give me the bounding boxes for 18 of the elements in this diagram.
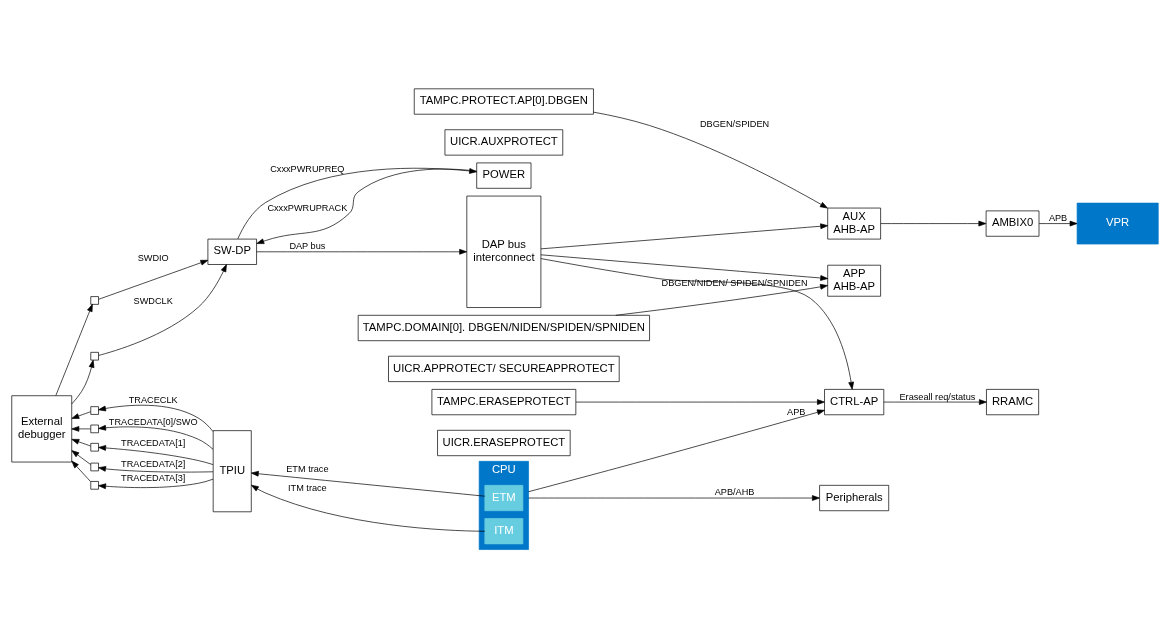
edge-label: DBGEN/NIDEN/ SPIDEN/SPNIDEN xyxy=(661,277,808,288)
edge-label: CxxxPWRUPRACK xyxy=(267,202,348,213)
edge-label: APB/AHB xyxy=(714,486,755,497)
edge-label: SWDCLK xyxy=(133,295,173,306)
edge-label: Eraseall req/status xyxy=(899,391,976,402)
edge-label: SWDIO xyxy=(137,252,169,263)
edge-label: APB xyxy=(1048,212,1068,223)
edge-label: TRACEDATA[1] xyxy=(121,437,186,448)
edge-label: DAP bus xyxy=(289,240,326,251)
edge-label: TRACEDATA[0]/SWO xyxy=(108,416,198,427)
edge-label: CxxxPWRUPREQ xyxy=(270,163,345,174)
edge-label: APB xyxy=(787,406,806,417)
edge-label: ITM trace xyxy=(288,482,327,493)
edge-label: ETM trace xyxy=(286,463,329,473)
edge-label: TRACEDATA[2] xyxy=(121,458,186,469)
edge-label: DBGEN/SPIDEN xyxy=(699,118,770,129)
edge-label: TRACEDATA[3] xyxy=(121,472,186,483)
edge-label: TRACECLK xyxy=(128,394,178,405)
